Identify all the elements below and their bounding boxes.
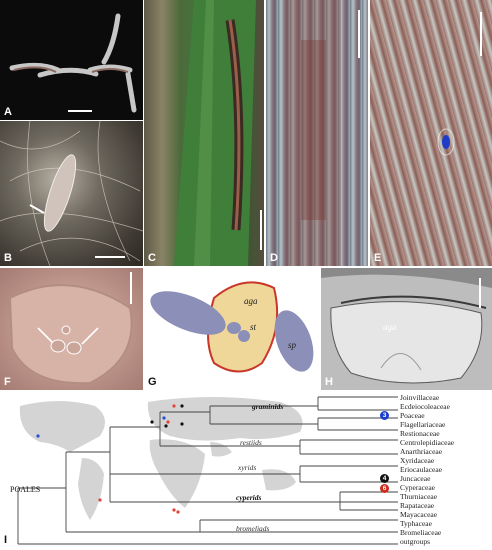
scale-bar — [479, 278, 481, 308]
scale-bar — [68, 110, 92, 112]
occurrence-dot — [98, 498, 102, 502]
panel-c-photo: C — [144, 0, 264, 266]
badge-poaceae-count: 3 — [380, 411, 389, 420]
panel-label-i: I — [4, 534, 8, 546]
panel-b-photo: B — [0, 121, 143, 266]
occurrence-dot — [180, 422, 184, 426]
occurrence-dot — [150, 420, 154, 424]
panel-a-image — [9, 13, 137, 113]
infection-spot — [442, 135, 450, 149]
panel-label-d: D — [270, 252, 278, 264]
taxon-flagellariaceae: Flagellariaceae — [400, 420, 446, 429]
occurrence-dot — [176, 510, 180, 514]
taxon-juncaceae: Juncaceae — [400, 474, 431, 483]
panel-a-photo: A — [0, 0, 143, 120]
panel-label-b: B — [4, 252, 12, 264]
panel-label-f: F — [4, 376, 11, 388]
panel-b-image — [0, 121, 143, 266]
taxon-restionaceae: Restionaceae — [400, 429, 440, 438]
scale-bar — [95, 256, 125, 258]
clade-cyperids: cyperids — [236, 493, 262, 502]
scale-bar — [130, 272, 132, 304]
panel-e-photo: E — [370, 0, 492, 266]
phylogenetic-tree — [17, 396, 398, 545]
panel-label-c: C — [148, 252, 156, 264]
occurrence-dot — [36, 434, 40, 438]
clade-graminids: graminids — [252, 402, 284, 411]
occurrence-dot — [164, 424, 168, 428]
panel-c-image — [174, 0, 262, 266]
panel-g-diagram: aga st sp G — [144, 268, 319, 390]
panel-h-scan: aga H — [321, 268, 492, 390]
badge-juncaceae-count: 4 — [380, 474, 389, 483]
panel-g-image: aga st sp — [150, 281, 314, 373]
scale-bar — [260, 210, 262, 250]
panel-label-h: H — [325, 376, 333, 388]
taxon-thurniaceae: Thurniaceae — [400, 492, 438, 501]
badge-cyperaceae-count: 6 — [380, 484, 389, 493]
taxon-outgroups: outgroups — [400, 537, 430, 546]
arrow-icon — [37, 327, 53, 343]
clade-bromeliads: bromeliads — [236, 524, 270, 533]
arrow-icon — [29, 204, 45, 214]
panel-d-image — [286, 0, 360, 266]
taxon-rapataceae: Rapataceae — [400, 501, 435, 510]
taxon-ecdeiocoleaceae: Ecdeiocoleaceae — [400, 402, 450, 411]
world-map — [17, 396, 398, 545]
panel-e-image — [437, 12, 482, 156]
taxon-typhaceae: Typhaceae — [400, 519, 432, 528]
occurrence-dot — [166, 420, 170, 424]
occurrence-dot — [172, 404, 176, 408]
taxon-anarthriaceae: Anarthriaceae — [400, 447, 443, 456]
label-aga: aga — [244, 296, 258, 306]
taxon-eriocaulaceae: Eriocaulaceae — [400, 465, 443, 474]
taxon-joinvillaceae: Joinvillaceae — [400, 393, 440, 402]
panel-i-phylogeny: POALES graminids restiids xyrids cyperid… — [0, 392, 492, 550]
scale-bar — [480, 12, 482, 56]
label-st: st — [250, 322, 257, 332]
root-label: POALES — [10, 485, 41, 494]
arrow-icon — [81, 327, 99, 345]
label-aga: aga — [383, 322, 397, 332]
panel-label-e: E — [374, 252, 382, 264]
panel-label-g: G — [148, 376, 157, 388]
taxon-bromeliaceae: Bromeliaceae — [400, 528, 442, 537]
clade-xyrids: xyrids — [238, 463, 257, 472]
taxon-centrolepidiaceae: Centrolepidiaceae — [400, 438, 455, 447]
taxon-cyperaceae: Cyperaceae — [400, 483, 435, 492]
taxon-xyridaceae: Xyridaceae — [400, 456, 435, 465]
clade-restiids: restiids — [240, 438, 262, 447]
panel-h-image: aga — [321, 268, 492, 390]
label-sp: sp — [288, 340, 297, 350]
panel-d-photo: D — [266, 0, 368, 266]
panel-label-a: A — [4, 106, 12, 118]
panel-f-micrograph: F — [0, 268, 143, 390]
occurrence-dot — [162, 416, 166, 420]
occurrence-dot — [180, 404, 184, 408]
taxon-poaceae: Poaceae — [400, 411, 425, 420]
occurrence-dot — [172, 508, 176, 512]
taxon-mayacaceae: Mayacaceae — [400, 510, 438, 519]
scale-bar — [358, 10, 360, 58]
panel-f-image — [8, 272, 133, 385]
